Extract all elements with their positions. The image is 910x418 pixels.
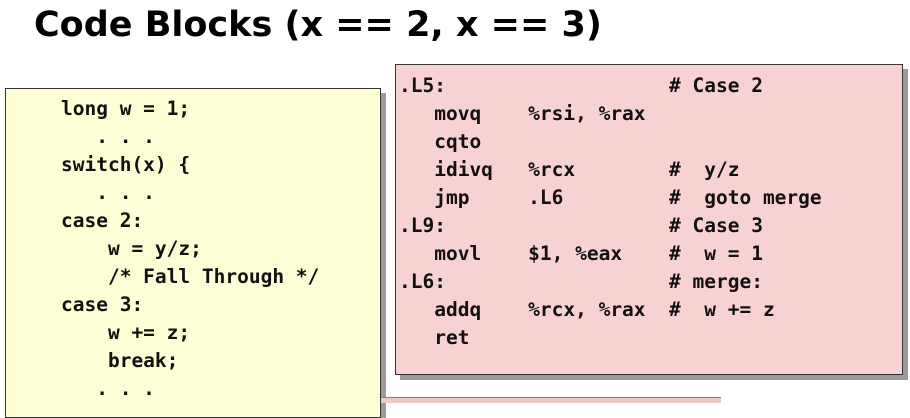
c-code-line: . . . — [61, 377, 155, 400]
asm-code-line: cqto — [399, 130, 482, 153]
asm-code-line: addq %rcx, %rax # w += z — [399, 298, 775, 321]
slide-title: Code Blocks (x == 2, x == 3) — [34, 5, 602, 45]
assembly-code-block: .L5: # Case 2 movq %rsi, %rax cqto idivq… — [399, 72, 822, 352]
c-code-line: . . . — [61, 125, 155, 148]
c-code-line: case 2: — [61, 209, 144, 232]
asm-code-line: .L5: # Case 2 — [399, 74, 763, 97]
asm-code-line: .L9: # Case 3 — [399, 214, 763, 237]
asm-code-line: movq %rsi, %rax — [399, 102, 646, 125]
c-code-line: w += z; — [61, 321, 191, 344]
asm-code-line: .L6: # merge: — [399, 270, 763, 293]
c-code-line: /* Fall Through */ — [61, 265, 320, 288]
c-code-line: case 3: — [61, 293, 144, 316]
c-code-line: switch(x) { — [61, 153, 191, 176]
asm-code-line: movl $1, %eax # w = 1 — [399, 242, 763, 265]
asm-code-line: ret — [399, 326, 470, 349]
c-code-line: long w = 1; — [61, 97, 191, 120]
c-code-line: break; — [61, 349, 179, 372]
c-code-block: long w = 1; . . . switch(x) { . . . case 2… — [61, 95, 319, 403]
c-code-line: . . . — [61, 181, 155, 204]
c-code-panel: long w = 1; . . . switch(x) { . . . case 2… — [5, 88, 381, 418]
c-code-line: w = y/z; — [61, 237, 202, 260]
next-panel-edge — [381, 397, 721, 403]
asm-code-line: jmp .L6 # goto merge — [399, 186, 822, 209]
asm-code-line: idivq %rcx # y/z — [399, 158, 740, 181]
assembly-code-panel: .L5: # Case 2 movq %rsi, %rax cqto idivq… — [395, 64, 903, 375]
